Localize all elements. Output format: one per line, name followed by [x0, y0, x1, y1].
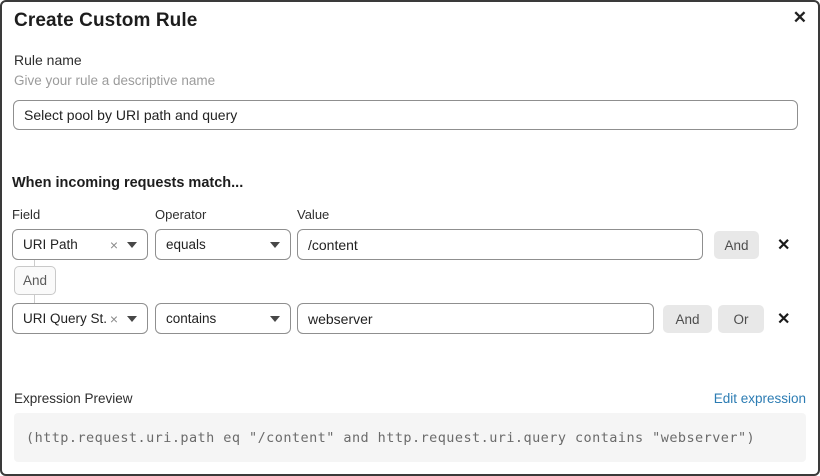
chevron-down-icon	[127, 241, 137, 248]
expression-preview-label: Expression Preview	[14, 391, 133, 406]
expression-preview-box: (http.request.uri.path eq "/content" and…	[14, 413, 806, 462]
field-column-label: Field	[12, 207, 41, 222]
and-button-row2[interactable]: And	[663, 305, 712, 333]
delete-row2-icon[interactable]: ✕	[777, 311, 791, 328]
delete-row1-icon[interactable]: ✕	[777, 237, 791, 254]
value-input-row1[interactable]	[297, 229, 703, 260]
chevron-down-icon	[270, 315, 280, 322]
clear-field-icon[interactable]: ×	[109, 236, 118, 253]
rule-name-label: Rule name	[14, 52, 82, 68]
rule-name-input[interactable]	[13, 100, 798, 130]
operator-select-row1-value: equals	[166, 237, 206, 252]
connector-and-chip[interactable]: And	[14, 266, 56, 295]
value-column-label: Value	[297, 207, 330, 222]
field-select-row1[interactable]: URI Path ×	[12, 229, 148, 260]
field-select-row1-value: URI Path	[23, 237, 78, 252]
and-button-row1[interactable]: And	[714, 231, 759, 259]
match-section-heading: When incoming requests match...	[12, 175, 244, 191]
operator-column-label: Operator	[155, 207, 207, 222]
value-input-row2[interactable]	[297, 303, 654, 334]
chevron-down-icon	[270, 241, 280, 248]
chevron-down-icon	[127, 315, 137, 322]
close-icon[interactable]: ✕	[792, 8, 807, 27]
rule-name-helper: Give your rule a descriptive name	[14, 73, 216, 88]
operator-select-row1[interactable]: equals	[155, 229, 291, 260]
page-title: Create Custom Rule	[14, 10, 198, 31]
clear-field-icon[interactable]: ×	[109, 310, 118, 327]
expression-code: (http.request.uri.path eq "/content" and…	[26, 429, 756, 446]
operator-select-row2[interactable]: contains	[155, 303, 291, 334]
edit-expression-link[interactable]: Edit expression	[713, 391, 806, 406]
field-select-row2[interactable]: URI Query St... ×	[12, 303, 148, 334]
or-button-row2[interactable]: Or	[718, 305, 764, 333]
field-select-row2-value: URI Query St...	[23, 311, 106, 326]
operator-select-row2-value: contains	[166, 311, 217, 326]
